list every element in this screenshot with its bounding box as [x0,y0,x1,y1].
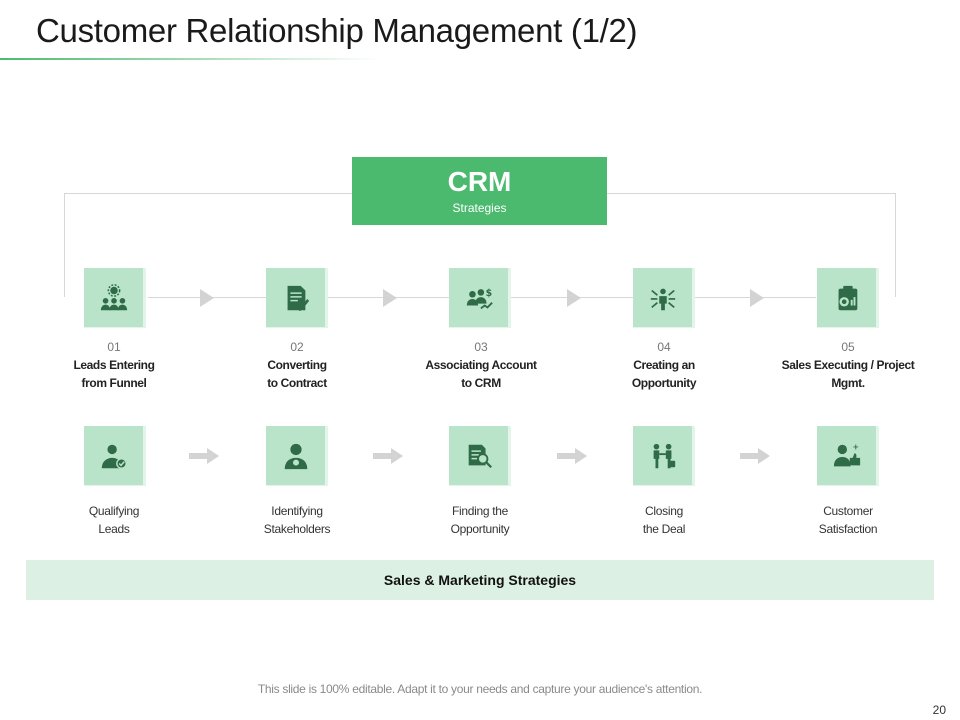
arrow-2-3 [383,289,397,307]
title-underline [0,58,380,60]
step-3-icon-box: $ [449,268,511,328]
people-money-icon: $ [466,288,493,309]
step-1-number: 01 [107,340,121,354]
bottom-3-icon-box [449,426,511,486]
user-thumbs-up-icon: + [833,442,860,466]
arrow-3-4 [567,289,581,307]
contract-document-icon [287,285,309,311]
banner-label: Sales & Marketing Strategies [383,572,577,588]
arrow-1-2 [200,289,214,307]
svg-text:+: + [852,442,858,451]
bottom-arrow-4-5 [740,448,770,464]
bottom-arrow-2-3 [373,448,403,464]
bottom-5-icon-box: + [817,426,879,486]
footer-note: This slide is 100% editable. Adapt it to… [257,682,703,696]
crm-title: CRM [447,166,512,197]
team-gear-icon [100,283,127,310]
svg-text:$: $ [485,288,492,299]
business-handshake-icon [653,443,675,468]
bottom-1-icon-box [84,426,146,486]
arrow-4-5 [750,289,764,307]
crm-subtitle: Strategies [452,201,507,215]
crm-box: CRM Strategies [352,157,607,225]
clipboard-gear-icon [838,285,857,310]
step-5-number: 05 [841,340,855,354]
step-2-number: 02 [290,340,304,354]
step-3-number: 03 [474,340,488,354]
verified-user-icon [101,444,127,469]
step-2-icon-box [266,268,328,328]
step-5-icon-box [817,268,879,328]
step-1-icon-box [84,268,146,328]
document-search-icon [468,444,492,468]
user-search-icon [284,443,307,469]
page-number: 20 [932,703,946,717]
slide-title: Customer Relationship Management (1/2) [36,12,638,49]
person-network-icon [650,288,675,310]
bottom-4-icon-box [633,426,695,486]
sales-marketing-banner: Sales & Marketing Strategies [26,560,934,600]
step-4-number: 04 [657,340,671,354]
bottom-2-icon-box [266,426,328,486]
bottom-arrow-1-2 [189,448,219,464]
step-4-icon-box [633,268,695,328]
bottom-arrow-3-4 [557,448,587,464]
